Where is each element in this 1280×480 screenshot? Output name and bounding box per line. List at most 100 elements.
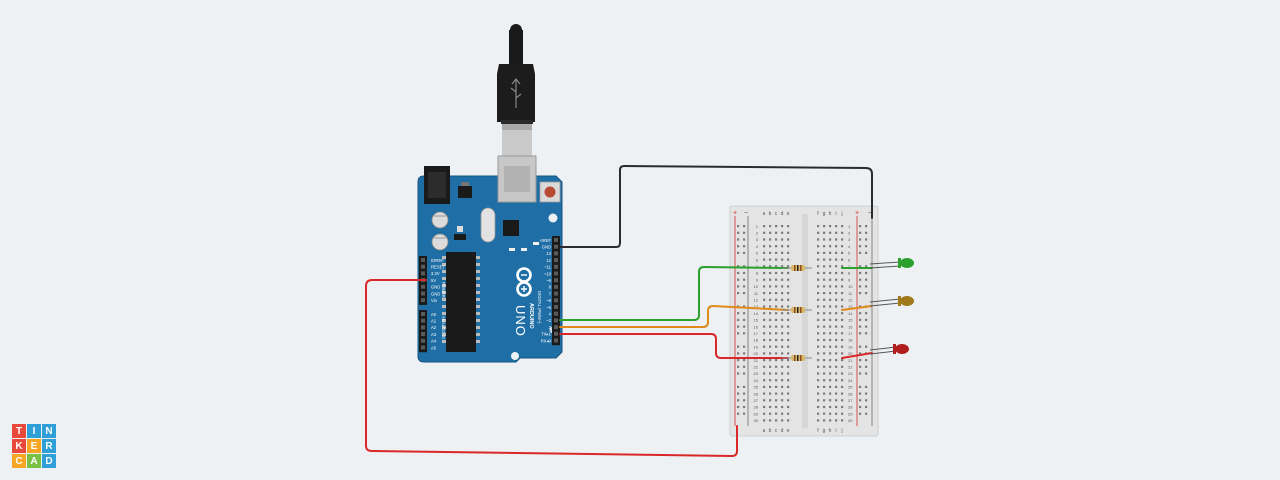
- breadboard-hole[interactable]: [781, 312, 784, 315]
- breadboard-hole[interactable]: [823, 338, 826, 342]
- breadboard-hole[interactable]: [769, 405, 772, 409]
- rail-hole[interactable]: [743, 365, 746, 368]
- rail-hole[interactable]: [743, 332, 746, 335]
- breadboard-hole[interactable]: [787, 285, 790, 288]
- breadboard-hole[interactable]: [769, 318, 772, 321]
- rail-hole[interactable]: [743, 345, 746, 348]
- rail-hole[interactable]: [737, 318, 740, 321]
- breadboard-hole[interactable]: [817, 292, 820, 295]
- rail-hole[interactable]: [743, 412, 746, 415]
- breadboard-hole[interactable]: [787, 271, 790, 275]
- breadboard-hole[interactable]: [817, 305, 820, 308]
- rail-hole[interactable]: [865, 251, 868, 254]
- breadboard-hole[interactable]: [763, 245, 766, 248]
- wire-pin2-red[interactable]: [559, 333, 789, 359]
- breadboard-hole[interactable]: [817, 225, 820, 228]
- header-pin[interactable]: [554, 338, 558, 343]
- rail-hole[interactable]: [859, 345, 862, 348]
- wire-pin4-green[interactable]: [559, 266, 789, 321]
- breadboard-hole[interactable]: [763, 292, 766, 295]
- breadboard-hole[interactable]: [817, 238, 820, 241]
- header-pin[interactable]: [554, 271, 558, 276]
- breadboard-hole[interactable]: [769, 265, 772, 268]
- breadboard-hole[interactable]: [823, 325, 826, 328]
- breadboard-hole[interactable]: [781, 325, 784, 328]
- breadboard-hole[interactable]: [829, 265, 832, 268]
- breadboard-hole[interactable]: [769, 392, 772, 395]
- breadboard-hole[interactable]: [817, 278, 820, 281]
- rail-hole[interactable]: [737, 325, 740, 328]
- breadboard-hole[interactable]: [763, 298, 766, 301]
- rail-hole[interactable]: [859, 399, 862, 402]
- breadboard-hole[interactable]: [769, 292, 772, 295]
- breadboard-hole[interactable]: [769, 271, 772, 275]
- header-pin[interactable]: [554, 311, 558, 316]
- rail-hole[interactable]: [859, 412, 862, 415]
- breadboard-hole[interactable]: [775, 385, 778, 388]
- breadboard-hole[interactable]: [823, 278, 826, 281]
- breadboard-hole[interactable]: [775, 345, 778, 348]
- breadboard-hole[interactable]: [775, 338, 778, 342]
- breadboard-hole[interactable]: [823, 285, 826, 288]
- breadboard-hole[interactable]: [841, 325, 844, 328]
- breadboard-hole[interactable]: [829, 345, 832, 348]
- breadboard-hole[interactable]: [769, 338, 772, 342]
- breadboard-hole[interactable]: [775, 412, 778, 415]
- breadboard-hole[interactable]: [787, 265, 790, 268]
- rail-hole[interactable]: [865, 225, 868, 228]
- rail-hole[interactable]: [865, 245, 868, 248]
- rail-hole[interactable]: [737, 225, 740, 228]
- breadboard-hole[interactable]: [763, 305, 766, 308]
- rail-hole[interactable]: [737, 399, 740, 402]
- breadboard-hole[interactable]: [835, 231, 838, 234]
- breadboard-hole[interactable]: [823, 365, 826, 368]
- rail-hole[interactable]: [743, 392, 746, 395]
- breadboard-hole[interactable]: [841, 271, 844, 275]
- breadboard-hole[interactable]: [781, 359, 784, 362]
- breadboard-hole[interactable]: [835, 265, 838, 268]
- breadboard-hole[interactable]: [775, 305, 778, 308]
- breadboard-hole[interactable]: [775, 245, 778, 248]
- breadboard-hole[interactable]: [823, 399, 826, 402]
- breadboard-hole[interactable]: [775, 278, 778, 281]
- breadboard-hole[interactable]: [787, 365, 790, 368]
- rail-hole[interactable]: [743, 225, 746, 228]
- red-led[interactable]: [869, 344, 909, 355]
- breadboard-hole[interactable]: [823, 419, 826, 422]
- breadboard-hole[interactable]: [841, 385, 844, 388]
- breadboard-hole[interactable]: [823, 298, 826, 301]
- rail-hole[interactable]: [865, 392, 868, 395]
- rail-hole[interactable]: [737, 345, 740, 348]
- wire-led-yellow[interactable]: [841, 305, 873, 311]
- wire-led-red[interactable]: [841, 352, 873, 359]
- breadboard-hole[interactable]: [817, 352, 820, 355]
- breadboard-hole[interactable]: [775, 392, 778, 395]
- breadboard-hole[interactable]: [829, 312, 832, 315]
- breadboard-hole[interactable]: [781, 419, 784, 422]
- arduino-uno-board[interactable]: ARDUINO UNO DIGITAL (PWM~) POWER ANALOG …: [417, 155, 563, 363]
- rail-hole[interactable]: [743, 245, 746, 248]
- breadboard-hole[interactable]: [787, 245, 790, 248]
- rail-hole[interactable]: [865, 325, 868, 328]
- rail-hole[interactable]: [737, 231, 740, 234]
- breadboard-hole[interactable]: [769, 352, 772, 355]
- rail-hole[interactable]: [743, 325, 746, 328]
- breadboard-hole[interactable]: [829, 285, 832, 288]
- rail-hole[interactable]: [865, 292, 868, 295]
- breadboard-hole[interactable]: [775, 231, 778, 234]
- breadboard-hole[interactable]: [787, 379, 790, 382]
- breadboard-hole[interactable]: [775, 318, 778, 321]
- breadboard-hole[interactable]: [835, 365, 838, 368]
- breadboard-hole[interactable]: [823, 245, 826, 248]
- breadboard-hole[interactable]: [829, 359, 832, 362]
- breadboard-hole[interactable]: [763, 399, 766, 402]
- breadboard-hole[interactable]: [829, 238, 832, 241]
- breadboard-hole[interactable]: [817, 372, 820, 375]
- breadboard-hole[interactable]: [823, 372, 826, 375]
- breadboard-hole[interactable]: [823, 271, 826, 275]
- breadboard-hole[interactable]: [823, 392, 826, 395]
- header-pin[interactable]: [554, 251, 558, 256]
- header-pin[interactable]: [421, 345, 425, 350]
- rail-hole[interactable]: [865, 385, 868, 388]
